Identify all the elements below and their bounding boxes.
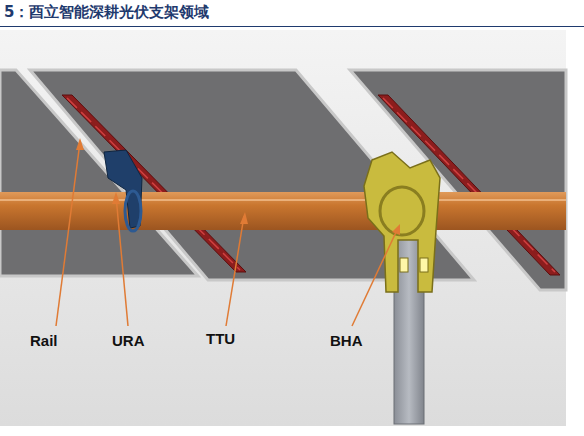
leader-line bbox=[116, 196, 128, 326]
leader-head bbox=[392, 224, 400, 235]
bha-slot bbox=[420, 258, 428, 272]
ura-clamp bbox=[104, 150, 142, 228]
part-label: URA bbox=[112, 332, 145, 349]
torque-tube bbox=[0, 192, 566, 230]
bha-ring bbox=[380, 187, 424, 235]
leader-head bbox=[240, 212, 248, 224]
background bbox=[0, 30, 566, 426]
part-label: TTU bbox=[206, 330, 235, 347]
bha-slot bbox=[400, 258, 408, 272]
leader-line bbox=[226, 216, 244, 326]
leader-line bbox=[352, 228, 398, 326]
leader-head bbox=[76, 138, 84, 150]
figure-title: 5：酉立智能深耕光伏支架领域 bbox=[4, 3, 209, 22]
rail bbox=[62, 95, 246, 272]
leader-head bbox=[112, 192, 120, 204]
leader-line bbox=[56, 142, 80, 326]
title-rule bbox=[0, 26, 584, 27]
part-label: Rail bbox=[30, 332, 58, 349]
bha-bracket bbox=[364, 152, 440, 292]
rail-detail bbox=[67, 98, 240, 270]
ura-band bbox=[125, 191, 141, 231]
part-label: BHA bbox=[330, 332, 363, 349]
tube-highlight bbox=[0, 199, 566, 201]
